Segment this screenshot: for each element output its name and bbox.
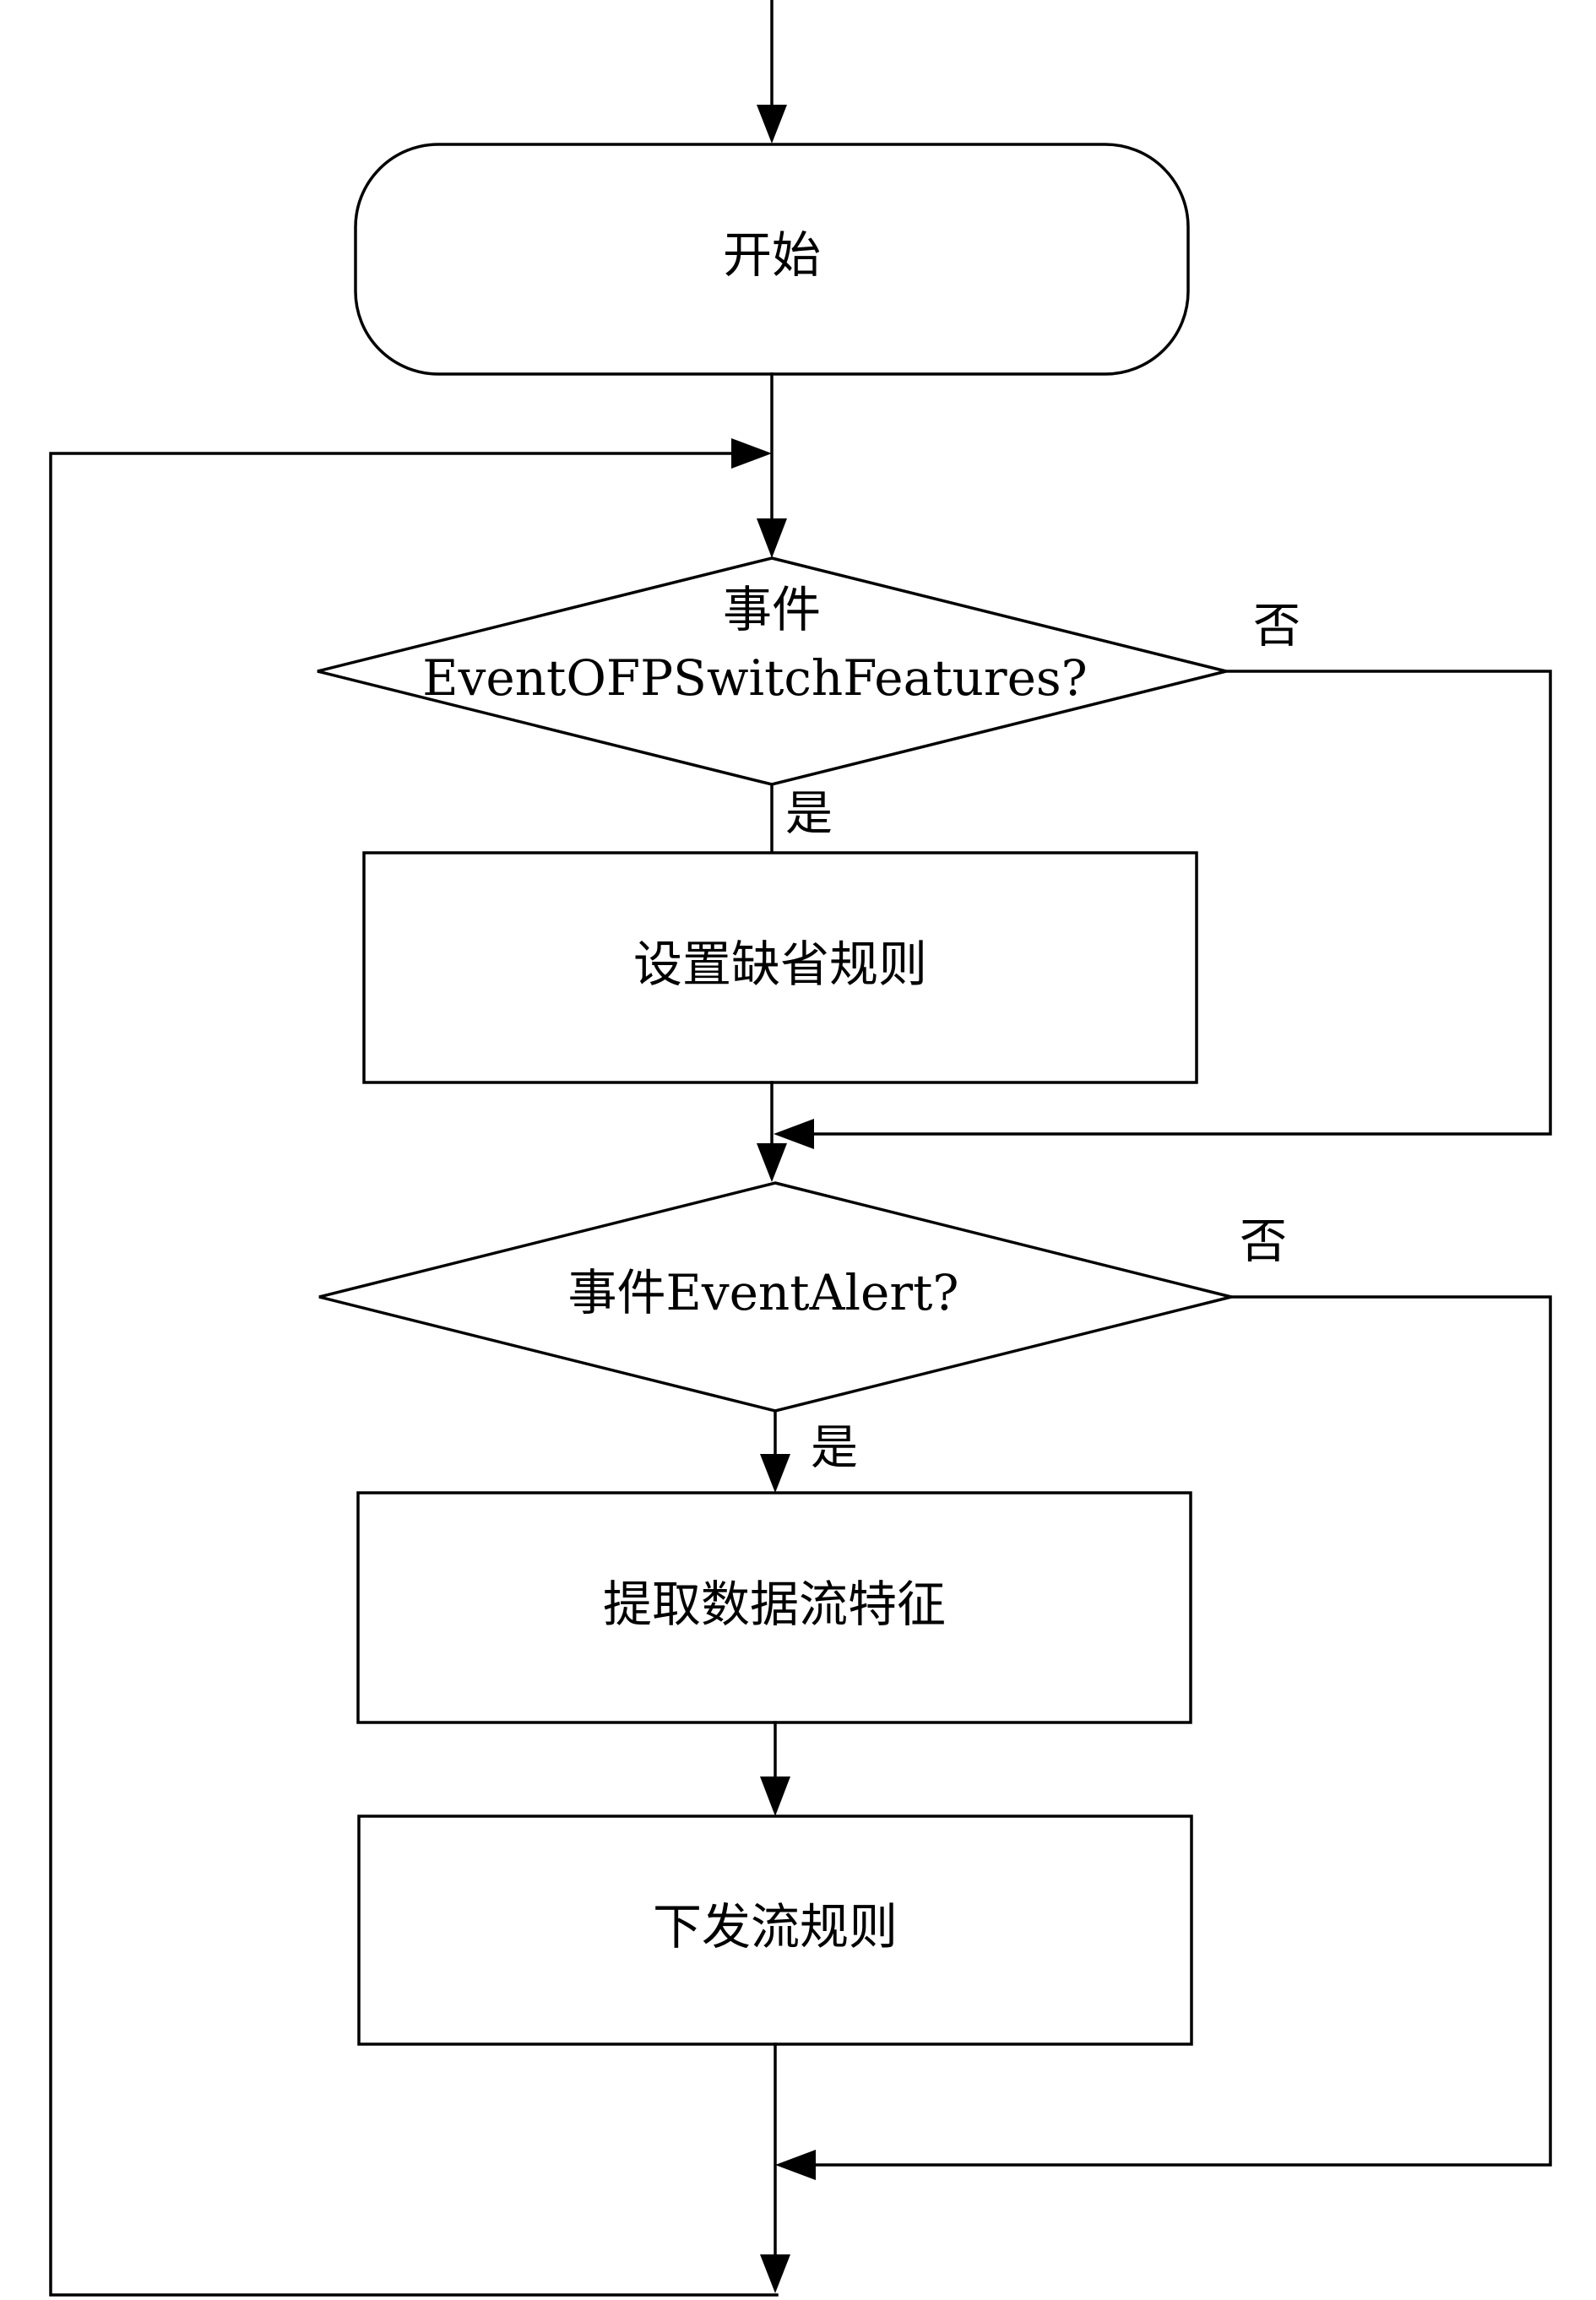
decision2-yes-arrowhead: [760, 1454, 790, 1493]
decision1-label-line2: EventOFPSwitchFeatures?: [422, 649, 1088, 707]
process-send-flow-rule-label: 下发流规则: [653, 1898, 898, 1956]
decision2-no-arrowhead: [775, 2150, 816, 2180]
process-extract-features: [356, 1491, 1192, 1724]
decision1-no-arrowhead: [774, 1119, 814, 1149]
process-default-rule-label: 设置缺省规则: [633, 936, 927, 993]
process-default-rule: [362, 851, 1198, 1084]
loop-bottom-arrowhead: [760, 2254, 790, 2293]
decision1-arrowhead: [757, 518, 787, 558]
decision1-no-connector: [806, 670, 1552, 1136]
entry-arrowhead: [757, 105, 787, 144]
loop-back-arrowhead: [731, 438, 772, 469]
process-send-flow-rule: [357, 1815, 1193, 2046]
decision2-no-connector: [807, 1295, 1552, 2167]
decision1-no-label: 否: [1253, 599, 1300, 654]
decision2-arrowhead: [757, 1143, 787, 1182]
decision2-yes-label: 是: [811, 1421, 858, 1476]
loop-back-connector: [49, 452, 779, 2297]
start-label: 开始: [723, 226, 821, 284]
decision2-label: 事件EventAlert?: [568, 1264, 959, 1321]
decision1-label-line1: 事件: [723, 581, 821, 638]
process-extract-features-label: 提取数据流特征: [603, 1576, 946, 1633]
decision1-yes-label: 是: [785, 787, 833, 842]
decision2-no-label: 否: [1240, 1215, 1287, 1270]
send-flow-rule-arrowhead: [760, 1777, 790, 1816]
